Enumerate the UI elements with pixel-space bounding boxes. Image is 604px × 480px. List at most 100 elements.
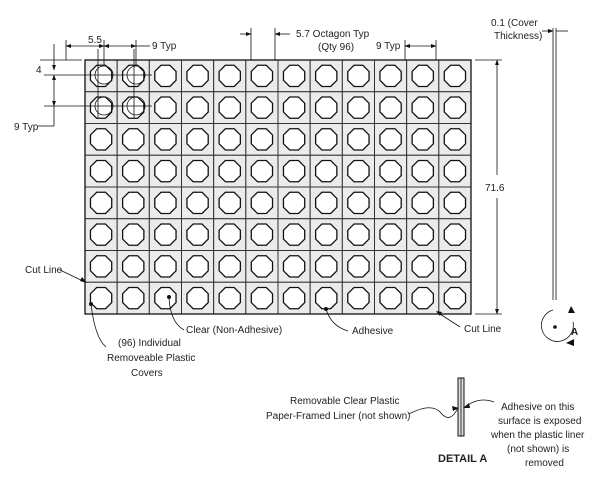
octagon-cover (89, 255, 113, 278)
octagon-cover (347, 64, 370, 88)
octagon-cover (218, 64, 242, 88)
octagon-cover (250, 255, 274, 278)
octagon-cover (282, 64, 306, 88)
octagon-cover (379, 128, 402, 151)
octagon-cover (121, 255, 145, 278)
octagon-cover (154, 64, 177, 88)
octagon-cover (250, 96, 274, 119)
dim-pitch-y: 4 (36, 65, 42, 76)
detail-note-4: (not shown) is (507, 444, 569, 455)
plate-grid (84, 59, 472, 315)
octagon-cover (186, 223, 209, 246)
octagon-cover (314, 255, 338, 278)
dim-col-pitch-right: 9 Typ (376, 41, 401, 52)
octagon-cover (379, 255, 402, 278)
top-dimensions: 5.5 9 Typ 5.7 Octagon Typ (Qty 96) 9 Typ (65, 28, 437, 66)
dim-octagon: 5.7 Octagon Typ (296, 29, 370, 40)
octagon-cover (218, 96, 242, 119)
detail-title: DETAIL A (438, 453, 487, 465)
dim-row-pitch: 9 Typ (14, 122, 39, 133)
dim-cover-thickness-2: Thickness) (494, 31, 542, 42)
label-cut-line-left: Cut Line (25, 265, 63, 276)
section-marker-dot (553, 325, 557, 329)
octagon-cover (121, 159, 145, 183)
octagon-cover (379, 64, 402, 88)
octagon-cover (314, 128, 338, 151)
octagon-cover (218, 255, 242, 278)
octagon-cover (186, 191, 209, 215)
octagon-cover (154, 96, 177, 119)
label-covers-2: Removeable Plastic (107, 353, 195, 364)
octagon-cover (443, 128, 467, 151)
section-marker-label: A (571, 327, 578, 338)
octagon-cover (314, 96, 338, 119)
label-clear: Clear (Non-Adhesive) (186, 325, 282, 336)
label-cut-line-right: Cut Line (464, 324, 502, 335)
octagon-cover (218, 191, 242, 215)
octagon-cover (154, 128, 177, 151)
octagon-cover (89, 159, 113, 183)
octagon-cover (121, 96, 145, 119)
octagon-cover (154, 223, 177, 246)
detail-note-3: when the plastic liner (490, 430, 585, 441)
detail-note-5: removed (525, 458, 564, 469)
octagon-cover (347, 255, 370, 278)
detail-a: Removable Clear Plastic Paper-Framed Lin… (266, 377, 585, 469)
octagon-cover (282, 191, 306, 215)
detail-liner-1: Removable Clear Plastic (290, 396, 400, 407)
octagon-cover (411, 128, 435, 151)
octagon-cover (379, 159, 402, 183)
crosshair-circle (94, 96, 114, 116)
section-marker-a: A (541, 306, 578, 346)
dim-col-pitch-left: 9 Typ (152, 41, 177, 52)
octagon-cover (154, 255, 177, 278)
octagon-cover (89, 96, 113, 119)
octagon-cover (443, 286, 467, 310)
label-adhesive: Adhesive (352, 326, 394, 337)
octagon-cover (186, 128, 209, 151)
octagon-cover (314, 286, 338, 310)
octagon-cover (443, 159, 467, 183)
octagon-cover (443, 255, 467, 278)
octagon-cover (250, 64, 274, 88)
octagon-cover (89, 128, 113, 151)
octagon-cover (218, 128, 242, 151)
dim-cover-thickness: 0.1 (Cover (491, 18, 538, 29)
octagon-cover (186, 64, 209, 88)
octagon-cover (411, 191, 435, 215)
octagon-cover (121, 128, 145, 151)
reference-crosshairs (44, 49, 152, 118)
octagon-cover (282, 96, 306, 119)
octagon-cover (347, 191, 370, 215)
octagon-cover (282, 159, 306, 183)
octagon-cover (282, 223, 306, 246)
dim-pitch-x: 5.5 (88, 35, 102, 46)
octagon-cover (218, 159, 242, 183)
octagon-cover (121, 286, 145, 310)
octagon-cover (347, 223, 370, 246)
crosshair-circle (126, 96, 146, 116)
octagon-cover (411, 286, 435, 310)
octagon-cover (282, 255, 306, 278)
octagon-cover (218, 223, 242, 246)
octagon-cover (282, 128, 306, 151)
octagon-cover (186, 96, 209, 119)
octagon-cover (379, 286, 402, 310)
cover-thickness-dimension: 0.1 (Cover Thickness) (491, 18, 568, 300)
plate-outline (84, 59, 472, 315)
octagon-cover (186, 255, 209, 278)
octagon-cover (443, 64, 467, 88)
octagon-cover (250, 159, 274, 183)
octagon-cover (314, 64, 338, 88)
octagon-cover (347, 159, 370, 183)
octagon-cover (314, 191, 338, 215)
octagon-cover (443, 191, 467, 215)
octagon-cover (250, 286, 274, 310)
callouts: Cut Line (96) Individual Removeable Plas… (25, 265, 502, 379)
octagon-cover (121, 223, 145, 246)
octagon-cover (411, 159, 435, 183)
octagon-cover (314, 223, 338, 246)
label-covers-3: Covers (131, 368, 163, 379)
octagon-cover (250, 191, 274, 215)
